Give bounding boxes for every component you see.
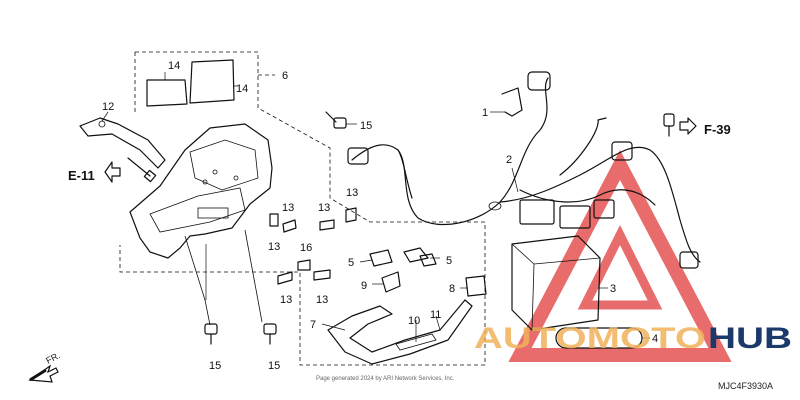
callout-5a: 5 <box>348 257 354 269</box>
callout-14a: 14 <box>168 60 180 72</box>
callout-13-d: 13 <box>268 241 280 253</box>
callout-2: 2 <box>506 154 512 166</box>
watermark-word-a: AUTOMOTO <box>474 322 706 355</box>
callout-13-a: 13 <box>282 202 294 214</box>
callout-15-top: 15 <box>360 120 372 132</box>
watermark-logo: AUTOMOTO HUB <box>474 322 792 355</box>
part-code: MJC4F3930A <box>718 381 773 391</box>
ref-e11: E-11 <box>68 168 95 183</box>
ref-f39-arrow-icon <box>663 113 697 137</box>
bolt-e11 <box>127 157 157 183</box>
copyright-text: Page generated 2024 by ARI Network Servi… <box>316 376 455 382</box>
callout-15-left: 15 <box>209 360 221 372</box>
part-2-harness <box>347 71 701 269</box>
part-12-bracket <box>79 111 166 169</box>
callout-14b: 14 <box>236 83 248 95</box>
callout-13-f: 13 <box>316 294 328 306</box>
callout-1: 1 <box>482 107 488 119</box>
part-1-connector <box>490 87 523 117</box>
callout-16: 16 <box>300 242 312 254</box>
callout-4: 4 <box>652 333 658 345</box>
bolt-15-top <box>325 111 357 129</box>
callout-13-b: 13 <box>318 202 330 214</box>
callout-9: 9 <box>361 280 367 292</box>
callout-12: 12 <box>102 101 114 113</box>
clips-5-8-9 <box>369 247 487 297</box>
ref-e11-arrow-icon <box>104 161 121 183</box>
front-label: FR. <box>44 350 61 366</box>
part-4-band <box>555 327 650 349</box>
clips-13 <box>269 207 357 285</box>
callout-13-e: 13 <box>280 294 292 306</box>
callout-5b: 5 <box>446 255 452 267</box>
part-14-pads <box>146 59 238 107</box>
callout-7: 7 <box>310 319 316 331</box>
bolts-15-bottom <box>204 323 277 345</box>
callout-11: 11 <box>430 309 441 321</box>
protectors-7-10-11 <box>327 299 473 365</box>
watermark-word-b: HUB <box>708 322 792 355</box>
watermark-triangle-icon <box>508 149 732 362</box>
callout-6: 6 <box>282 70 288 82</box>
leader-lines <box>205 244 468 342</box>
callout-10: 10 <box>408 315 420 327</box>
callout-13-c: 13 <box>346 187 358 199</box>
callout-15-right: 15 <box>268 360 280 372</box>
ref-f39: F-39 <box>704 122 731 137</box>
callout-3: 3 <box>610 283 616 295</box>
part-3-module <box>511 235 608 331</box>
part-tray <box>129 123 273 326</box>
callout-8: 8 <box>449 283 455 295</box>
front-arrow-icon <box>28 364 59 383</box>
